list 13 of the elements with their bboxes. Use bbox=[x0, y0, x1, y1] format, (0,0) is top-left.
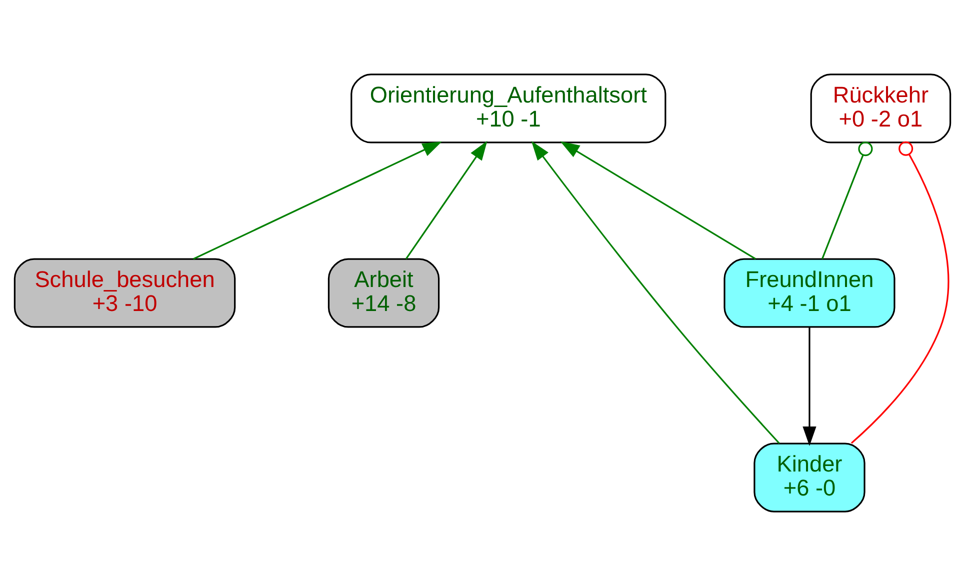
node-box: Schule_besuchen +3 -10 bbox=[14, 258, 236, 328]
connector bbox=[850, 141, 950, 444]
node-box: FreundInnen +4 -1 o1 bbox=[724, 258, 896, 328]
node-box: Rückkehr +0 -2 o1 bbox=[810, 74, 952, 144]
arrow bbox=[405, 140, 488, 260]
arrow bbox=[560, 141, 756, 260]
node-box: Orientierung_Aufenthaltsort +10 -1 bbox=[350, 74, 666, 144]
node-box: Kinder +6 -0 bbox=[754, 442, 866, 512]
connector bbox=[821, 142, 873, 260]
arrow bbox=[193, 141, 442, 260]
node-box: Arbeit +14 -8 bbox=[328, 258, 440, 328]
arrow bbox=[802, 327, 816, 446]
arrow bbox=[531, 141, 780, 444]
